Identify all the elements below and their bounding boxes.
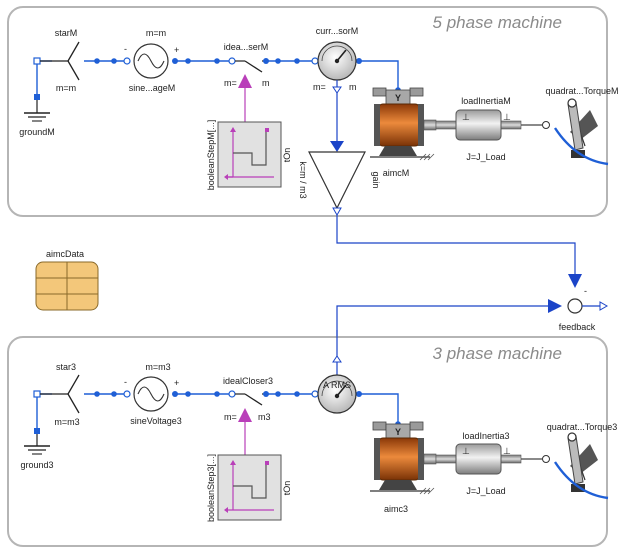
machine-label: aimc3 bbox=[384, 504, 408, 514]
star-label: starM bbox=[55, 28, 78, 38]
ground-symbol[interactable]: ground3 bbox=[20, 428, 54, 470]
inertia-param: J=J_Load bbox=[466, 486, 505, 496]
record-label: aimcData bbox=[46, 249, 84, 259]
gain-input-arrow bbox=[330, 141, 344, 152]
switch-param-value: m bbox=[262, 78, 270, 88]
boolean-step-block[interactable]: booleanStepM[...] tOn bbox=[206, 120, 292, 191]
gain-block[interactable]: k=m / m3 gain bbox=[298, 151, 381, 217]
group-5-phase-machine: 5 phase machine starM m=m bbox=[7, 6, 619, 217]
star-param: m=m3 bbox=[54, 417, 79, 427]
ground-label: ground3 bbox=[20, 460, 53, 470]
inertia-bearing-left: ⊥ bbox=[462, 446, 470, 456]
record-block[interactable]: aimcData bbox=[35, 249, 99, 311]
machine-label: aimcM bbox=[383, 168, 410, 178]
source-param: m=m bbox=[146, 28, 166, 38]
sine-voltage-source[interactable]: - + m=m sine...ageM bbox=[123, 28, 179, 93]
ideal-closer-switch[interactable]: idealCloser3 m= m3 bbox=[223, 376, 273, 422]
gain-label: gain bbox=[371, 171, 381, 188]
group-3-phase-machine: 3 phase machine star3 m=m3 bbox=[7, 330, 618, 547]
sensor-param: m= bbox=[313, 82, 326, 92]
sensor-label: curr...sorM bbox=[316, 26, 359, 36]
gain-param: k=m / m3 bbox=[298, 161, 308, 198]
feedback-minus-sign: - bbox=[584, 286, 587, 296]
group-frame bbox=[7, 336, 608, 547]
inertia-param: J=J_Load bbox=[466, 152, 505, 162]
sensor-param-value: m bbox=[349, 82, 357, 92]
connection-dots bbox=[94, 58, 401, 93]
source-label: sine...ageM bbox=[129, 83, 176, 93]
induction-machine[interactable]: Y aimc3 bbox=[370, 421, 437, 514]
feedback-label: feedback bbox=[559, 322, 596, 332]
sine-voltage-source[interactable]: - + m=m3 sineVoltage3 bbox=[123, 362, 182, 426]
quadratic-load-torque[interactable]: quadrat...Torque3 bbox=[521, 422, 618, 500]
boolean-step-label: booleanStepM[...] bbox=[206, 120, 216, 191]
machine-symbol: Y bbox=[395, 93, 401, 103]
switch-param: m= bbox=[224, 412, 237, 422]
feedback-input-arrow-left bbox=[548, 299, 562, 313]
boolean-input-arrow[interactable] bbox=[238, 408, 252, 422]
boolean-step-param: tOn bbox=[282, 148, 292, 163]
feedback-block[interactable]: - feedback bbox=[559, 286, 609, 332]
source-minus-sign: - bbox=[124, 44, 127, 54]
quadratic-load-torque[interactable]: quadrat...TorqueM bbox=[521, 86, 619, 166]
inertia-bearing-right: ⊥ bbox=[503, 112, 511, 122]
gain-to-feedback-wire bbox=[336, 215, 576, 274]
group-title: 3 phase machine bbox=[433, 344, 562, 363]
star-symbol[interactable]: starM m=m bbox=[33, 28, 80, 93]
ideal-closer-switch[interactable]: idea...serM m= m bbox=[224, 42, 270, 88]
switch-label: idealCloser3 bbox=[223, 376, 273, 386]
switch-param-value: m3 bbox=[258, 412, 271, 422]
source-plus-sign: + bbox=[174, 45, 179, 55]
switch-label: idea...serM bbox=[224, 42, 269, 52]
source-minus-sign: - bbox=[124, 377, 127, 387]
star-label: star3 bbox=[56, 362, 76, 372]
connection-dots bbox=[94, 391, 401, 427]
boolean-step-block[interactable]: booleanStep3[...] tOn bbox=[206, 454, 292, 522]
load-torque-label: quadrat...TorqueM bbox=[545, 86, 618, 96]
load-inertia[interactable]: ⊥ ⊥ loadInertia3 J=J_Load bbox=[435, 431, 522, 496]
feedback-input-arrow-top bbox=[568, 274, 582, 288]
source-param: m=m3 bbox=[145, 362, 170, 372]
current-sensor[interactable]: curr...sorM m= m bbox=[311, 26, 362, 94]
machine-symbol: Y bbox=[395, 427, 401, 437]
rms-current-sensor[interactable]: A RMS bbox=[311, 355, 362, 414]
inertia-bearing-left: ⊥ bbox=[462, 112, 470, 122]
star-symbol[interactable]: star3 m=m3 bbox=[33, 362, 80, 427]
boolean-step-param: tOn bbox=[282, 481, 292, 496]
inertia-label: loadInertiaM bbox=[461, 96, 511, 106]
ground-label: groundM bbox=[19, 127, 55, 137]
sensor-symbol: A RMS bbox=[323, 380, 351, 390]
source-label: sineVoltage3 bbox=[130, 416, 182, 426]
load-torque-label: quadrat...Torque3 bbox=[547, 422, 618, 432]
boolean-step-label: booleanStep3[...] bbox=[206, 454, 216, 522]
boolean-input-arrow[interactable] bbox=[238, 74, 252, 88]
source-plus-sign: + bbox=[174, 378, 179, 388]
inertia-label: loadInertia3 bbox=[462, 431, 509, 441]
group-title: 5 phase machine bbox=[433, 13, 562, 32]
star-param: m=m bbox=[56, 83, 76, 93]
ground-symbol[interactable]: groundM bbox=[19, 94, 55, 137]
inertia-bearing-right: ⊥ bbox=[503, 446, 511, 456]
switch-param: m= bbox=[224, 78, 237, 88]
induction-machine[interactable]: Y aimcM bbox=[370, 87, 437, 178]
